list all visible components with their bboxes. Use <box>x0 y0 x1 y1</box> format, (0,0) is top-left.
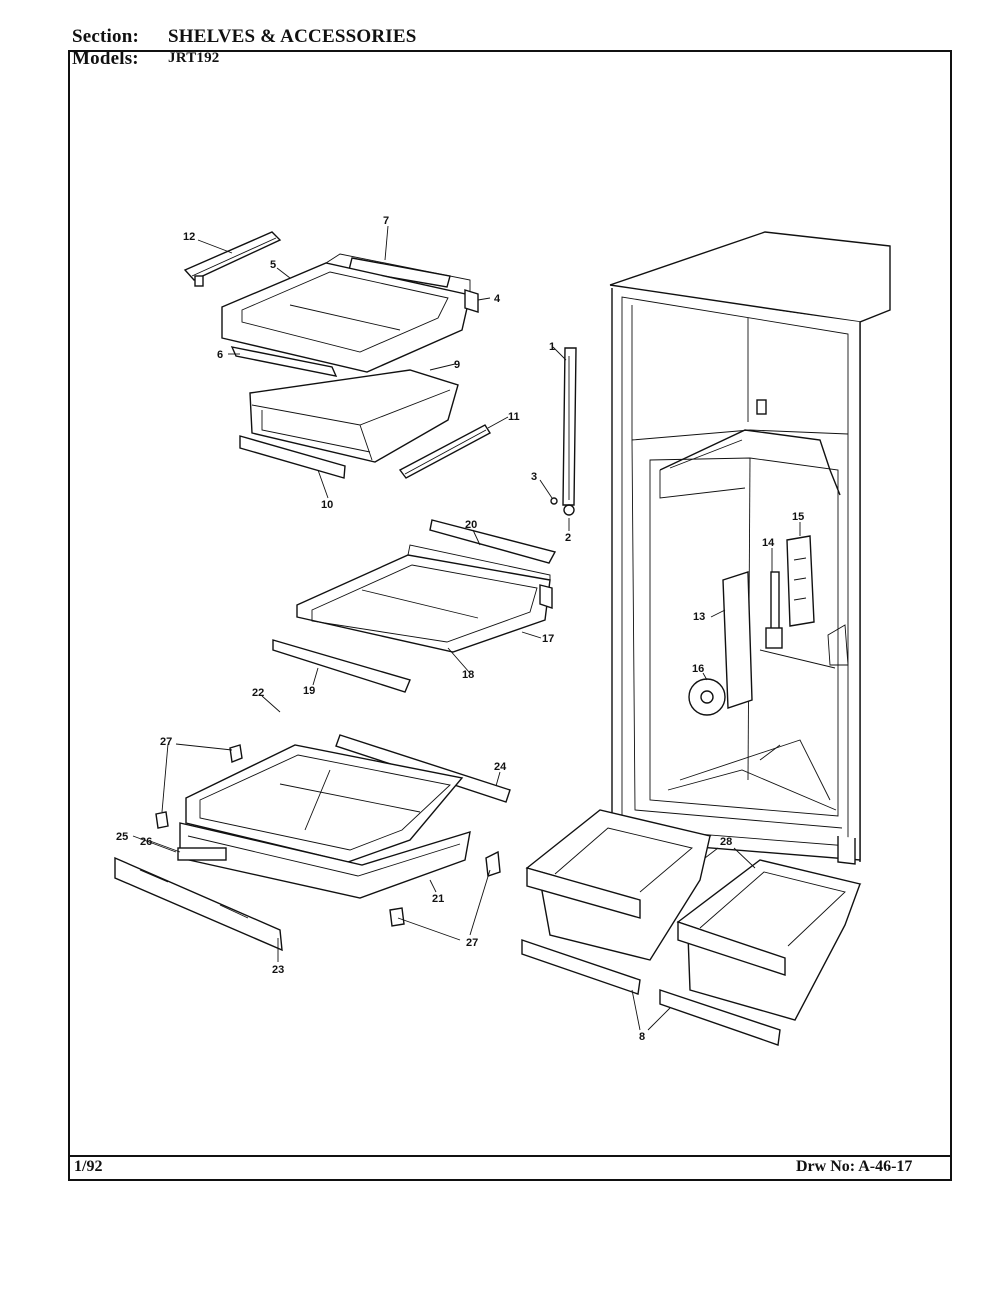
callout-5: 5 <box>270 259 276 271</box>
leader-lines <box>132 225 801 1031</box>
callout-4: 4 <box>494 293 501 305</box>
callout-3: 3 <box>531 471 537 483</box>
callout-23: 23 <box>272 964 284 976</box>
callout-18: 18 <box>462 669 474 681</box>
callout-27b: 27 <box>466 937 478 949</box>
callout-10: 10 <box>321 499 333 511</box>
callout-21: 21 <box>432 893 444 905</box>
callout-11: 11 <box>508 411 520 423</box>
callout-12: 12 <box>183 231 195 243</box>
callout-25: 25 <box>116 831 128 843</box>
callout-1: 1 <box>549 341 555 353</box>
crisper-cover-assembly <box>114 734 511 952</box>
drawing-frame <box>68 50 952 1181</box>
cabinet-brackets <box>688 535 849 716</box>
callout-24: 24 <box>494 761 507 773</box>
callout-16: 16 <box>692 663 704 675</box>
section-value: SHELVES & ACCESSORIES <box>168 26 417 47</box>
models-label: Models: <box>72 48 139 69</box>
callout-17: 17 <box>542 633 554 645</box>
callout-28: 28 <box>720 836 732 848</box>
middle-shelf <box>272 519 557 693</box>
callout-20: 20 <box>465 519 477 531</box>
refrigerator-cabinet <box>609 231 891 869</box>
callout-13: 13 <box>693 611 705 623</box>
drawing-number: Drw No: A-46-17 <box>796 1158 913 1175</box>
callout-26: 26 <box>140 836 152 848</box>
callout-9: 9 <box>454 359 460 371</box>
models-value: JRT192 <box>168 50 220 66</box>
crisper-pans <box>521 809 862 1046</box>
callout-15: 15 <box>792 511 804 523</box>
callout-8: 8 <box>639 1031 645 1043</box>
callout-labels: 1 2 3 4 5 6 7 8 9 10 11 12 13 14 15 16 1… <box>116 215 804 1043</box>
drawing-date: 1/92 <box>74 1158 103 1175</box>
callout-6: 6 <box>217 349 223 361</box>
upper-shelf-assembly <box>183 231 491 479</box>
callout-7: 7 <box>383 215 389 227</box>
callout-19: 19 <box>303 685 315 697</box>
callout-2: 2 <box>565 532 571 544</box>
shelf-rail <box>550 347 577 516</box>
section-label: Section: <box>72 26 140 47</box>
callout-22: 22 <box>252 687 264 699</box>
footer-divider <box>68 1155 952 1157</box>
callout-14: 14 <box>762 537 775 549</box>
callout-27a: 27 <box>160 736 172 748</box>
